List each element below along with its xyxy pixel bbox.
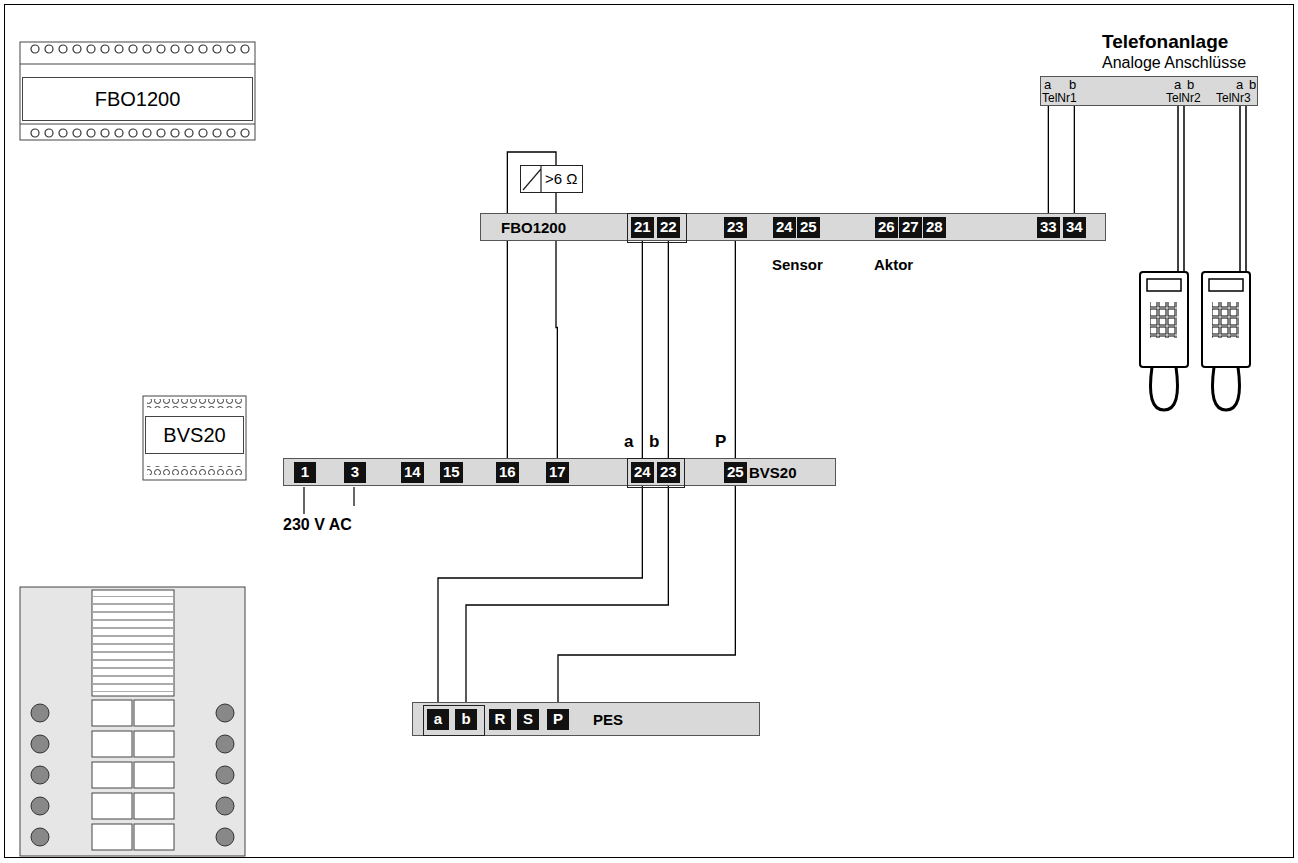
wire-connector bbox=[438, 483, 642, 709]
terminal: 33 bbox=[1037, 217, 1060, 238]
device-label: BVS20 bbox=[145, 416, 244, 454]
terminal: 22 bbox=[657, 217, 680, 238]
terminal: 17 bbox=[546, 462, 569, 483]
terminal: 34 bbox=[1063, 217, 1086, 238]
node-text: 22 bbox=[660, 218, 677, 235]
node-text: 16 bbox=[499, 463, 516, 480]
label-text: Sensor bbox=[772, 256, 823, 273]
door-station bbox=[20, 587, 245, 856]
terminal: 16 bbox=[496, 462, 519, 483]
label-text: TelNr3 bbox=[1216, 91, 1251, 105]
wire-connector bbox=[642, 238, 643, 462]
fbo-device bbox=[20, 42, 255, 140]
node-text: Telefonanlage bbox=[1102, 30, 1258, 53]
node-text: FBO1200 bbox=[501, 219, 566, 236]
wire-connector bbox=[1048, 106, 1049, 217]
node-text: 24 bbox=[776, 218, 793, 235]
node-text: 28 bbox=[926, 218, 943, 235]
terminal: R bbox=[489, 709, 511, 730]
label-text: b bbox=[1187, 77, 1194, 92]
node-text: Analoge Anschlüsse bbox=[1102, 53, 1258, 73]
label-text: a bbox=[1044, 77, 1051, 92]
terminal: 1 bbox=[294, 462, 316, 483]
label-text: TelNr2 bbox=[1166, 91, 1201, 105]
node-text: 24 bbox=[634, 463, 651, 480]
node-text: P bbox=[553, 710, 563, 727]
resistor-symbol bbox=[521, 166, 543, 192]
label-text: 230 V AC bbox=[283, 516, 352, 534]
node-text: 23 bbox=[727, 218, 744, 235]
node-text: 23 bbox=[660, 463, 677, 480]
label-text: b bbox=[1069, 77, 1076, 92]
terminal: 24 bbox=[631, 462, 654, 483]
label-text: TelNr1 bbox=[1042, 91, 1077, 105]
terminal: b bbox=[455, 709, 477, 730]
wire-label: a bbox=[623, 432, 634, 451]
terminal-strip: FBO1200 21 22 23 24 25 26 27 28 33 34 bbox=[480, 213, 1106, 241]
node-text: 34 bbox=[1066, 218, 1083, 235]
resistor-box: >6 Ω bbox=[520, 165, 583, 193]
node-text: 21 bbox=[634, 218, 651, 235]
terminal-strip: PES a b RS P bbox=[412, 702, 760, 736]
node-text: BVS20 bbox=[163, 424, 225, 447]
node-text: 14 bbox=[404, 463, 421, 480]
wire-connector bbox=[558, 483, 735, 709]
power-wires bbox=[304, 487, 354, 514]
node-text: 26 bbox=[878, 218, 895, 235]
bvs-device bbox=[143, 396, 246, 480]
terminal: P bbox=[547, 709, 569, 730]
terminal: 23 bbox=[657, 462, 680, 483]
terminal: 28 bbox=[923, 217, 946, 238]
terminal: 14 bbox=[401, 462, 424, 483]
node-text: 27 bbox=[902, 218, 919, 235]
wire-connector bbox=[735, 238, 736, 462]
resistor-ramp bbox=[523, 166, 541, 192]
label-text: Aktor bbox=[874, 256, 913, 273]
terminal: 27 bbox=[899, 217, 922, 238]
terminal: 25 bbox=[724, 462, 747, 483]
node-text: a bbox=[434, 710, 442, 727]
terminal: 15 bbox=[440, 462, 463, 483]
node-text: 33 bbox=[1040, 218, 1057, 235]
node-text: 17 bbox=[549, 463, 566, 480]
node-text: 3 bbox=[351, 463, 359, 480]
frame bbox=[5, 5, 1294, 858]
node-text: R bbox=[495, 710, 506, 727]
node-text: >6 Ω bbox=[545, 170, 577, 187]
node-text: FBO1200 bbox=[95, 88, 181, 111]
wire-connector bbox=[668, 238, 669, 462]
terminal-strip: BVS201314151617242325 bbox=[283, 458, 836, 486]
terminal: 23 bbox=[724, 217, 747, 238]
label-text: a bbox=[1174, 77, 1181, 92]
node-text: 15 bbox=[443, 463, 460, 480]
label-text: b bbox=[1249, 77, 1256, 92]
node-text: PES bbox=[593, 711, 623, 728]
wire-label: P bbox=[714, 432, 727, 451]
node-text: b bbox=[461, 710, 470, 727]
node-text: 25 bbox=[727, 463, 744, 480]
node-text: 1 bbox=[301, 463, 309, 480]
terminal: 25 bbox=[797, 217, 820, 238]
terminal: 24 bbox=[773, 217, 796, 238]
wire-connector bbox=[466, 483, 668, 709]
wire-connector bbox=[1074, 106, 1075, 217]
terminal: S bbox=[517, 709, 539, 730]
terminal: 3 bbox=[344, 462, 366, 483]
node-text: 25 bbox=[800, 218, 817, 235]
telephone bbox=[1140, 272, 1188, 410]
terminal: 26 bbox=[875, 217, 898, 238]
terminal: a bbox=[427, 709, 449, 730]
telephone bbox=[1202, 272, 1250, 410]
phone-wires bbox=[1178, 106, 1246, 272]
node-text: S bbox=[523, 710, 533, 727]
device-label: FBO1200 bbox=[22, 77, 253, 121]
label-text: a bbox=[1236, 77, 1243, 92]
terminal: 21 bbox=[631, 217, 654, 238]
wire-label: b bbox=[648, 432, 660, 451]
node-text: BVS20 bbox=[749, 464, 797, 481]
wire-connector bbox=[507, 152, 556, 462]
